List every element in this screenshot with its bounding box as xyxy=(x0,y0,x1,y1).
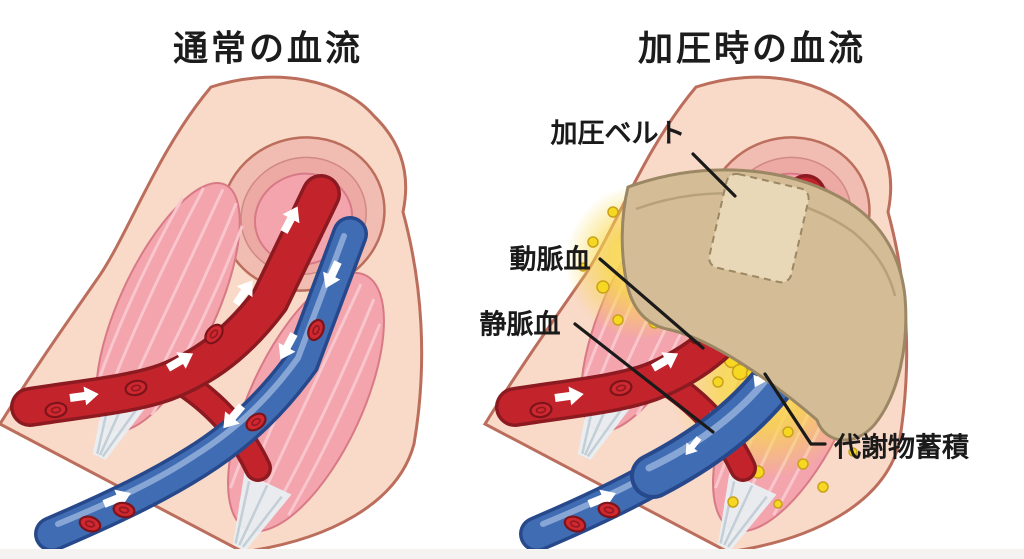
arterial-pointer-line xyxy=(598,257,705,350)
metabolite-pointer-line xyxy=(763,372,827,446)
belt-velcro-patch xyxy=(708,172,810,284)
bottom-edge-band xyxy=(0,549,1024,559)
engorged-vein xyxy=(630,289,826,499)
belt-label: 加圧ベルト xyxy=(550,118,686,149)
arterial-blood-label: 動脈血 xyxy=(509,244,591,275)
venous-pointer-line xyxy=(573,322,715,434)
compression-belt xyxy=(620,168,908,442)
normal-flow-illustration xyxy=(0,75,424,559)
compressed-flow-illustration xyxy=(483,75,909,559)
belt-pointer-line xyxy=(691,152,737,198)
right-panel-title: 加圧時の血流 xyxy=(637,29,867,69)
venous-blood-label: 静脈血 xyxy=(479,309,561,340)
left-panel-title: 通常の血流 xyxy=(172,29,364,69)
metabolite-accumulation-label: 代謝物蓄積 xyxy=(834,432,969,463)
